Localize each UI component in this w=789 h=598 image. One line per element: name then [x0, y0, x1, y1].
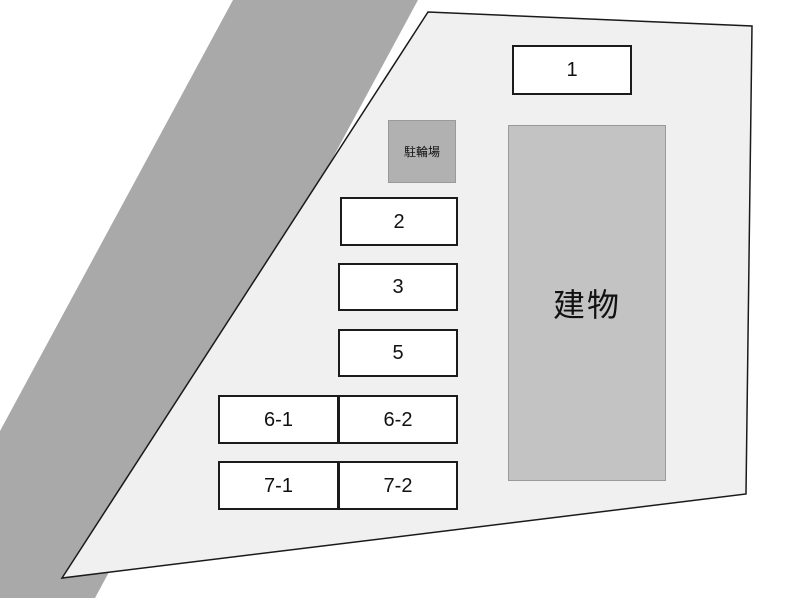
space-label: 1 — [566, 59, 578, 81]
bike-parking-area: 駐輪場 — [388, 120, 456, 183]
parking-space-2: 2 — [340, 197, 458, 246]
space-label: 3 — [392, 276, 404, 298]
parking-space-7-2: 7-2 — [338, 461, 458, 510]
space-label: 7-2 — [383, 474, 413, 497]
parking-space-7-1: 7-1 — [218, 461, 339, 510]
space-label: 2 — [393, 210, 405, 233]
parking-space-5: 5 — [338, 329, 458, 377]
parking-space-6-1: 6-1 — [218, 395, 339, 444]
parking-space-6-2: 6-2 — [338, 395, 458, 444]
parking-space-1: 1 — [512, 45, 632, 95]
space-label: 6-2 — [383, 408, 413, 431]
space-label: 6-1 — [264, 408, 293, 431]
building-label: 建物 — [552, 287, 621, 323]
building-area: 建物 — [508, 125, 666, 481]
space-label: 7-1 — [264, 474, 293, 497]
road-strip — [0, 0, 418, 598]
bike-parking-label: 駐輪場 — [403, 145, 440, 159]
space-label: 5 — [392, 342, 404, 364]
parking-space-3: 3 — [338, 263, 458, 311]
